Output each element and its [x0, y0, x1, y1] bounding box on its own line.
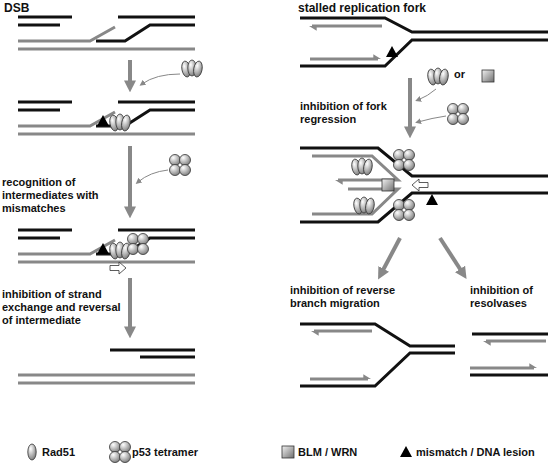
- blm-symbol: [382, 179, 394, 191]
- p53-symbol: [394, 150, 415, 171]
- p53-symbol: [110, 442, 131, 463]
- restored-fork: [300, 324, 455, 386]
- step-label: inhibition of resolvases: [470, 284, 550, 310]
- binding-arrow: [418, 89, 436, 100]
- mismatch-symbol: [97, 115, 109, 126]
- legend-label: mismatch / DNA lesion: [416, 446, 552, 459]
- dna-intermediate: [18, 102, 195, 134]
- p53-symbol: [448, 104, 469, 125]
- step-label: recognition of intermediates with mismat…: [2, 176, 106, 215]
- white-arrow: [412, 179, 428, 191]
- panel-heading: stalled replication fork: [298, 2, 518, 15]
- binding-arrow: [142, 74, 180, 84]
- blm-symbol: [482, 70, 494, 82]
- flow-arrow: [408, 78, 412, 130]
- legend-label: Rad51: [42, 446, 112, 459]
- conjunction-label: or: [454, 68, 478, 81]
- rad51-symbol: [109, 114, 132, 132]
- flow-arrow: [128, 60, 132, 84]
- lesion-symbol: [400, 446, 412, 457]
- flow-arrow: [128, 146, 132, 210]
- regressed-fork: [300, 148, 548, 222]
- legend-label: p53 tetramer: [132, 446, 252, 459]
- dna-product: [18, 350, 195, 383]
- dna-intermediate: [18, 230, 195, 262]
- p53-symbol: [128, 234, 149, 255]
- flow-arrow: [440, 238, 462, 272]
- step-label: inhibition of strand exchange and revers…: [2, 288, 128, 327]
- flow-arrow: [382, 238, 400, 272]
- replication-fork: [300, 18, 548, 66]
- step-label: inhibition of reverse branch migration: [290, 284, 418, 310]
- panel-heading: DSB: [4, 2, 84, 15]
- rad51-symbol: [28, 444, 36, 460]
- legend-symbols: [28, 442, 412, 463]
- rad51-symbol: [181, 60, 204, 78]
- p53-symbol: [170, 155, 191, 176]
- lesion-symbol: [386, 46, 398, 57]
- rad51-symbol: [427, 68, 450, 86]
- fork-pathway: [300, 18, 548, 386]
- resolved-fork: [470, 334, 548, 375]
- rad51-symbol: [351, 158, 374, 176]
- dna-intermediate: [18, 17, 195, 49]
- rad51-symbol: [353, 197, 376, 215]
- binding-arrow: [418, 116, 446, 122]
- legend-label: BLM / WRN: [298, 446, 398, 459]
- blm-symbol: [282, 446, 294, 458]
- step-label: inhibition of fork regression: [300, 100, 400, 126]
- binding-arrow: [138, 170, 168, 182]
- flow-arrow: [128, 278, 132, 330]
- mismatch-symbol: [97, 243, 109, 254]
- p53-symbol: [394, 200, 415, 221]
- lesion-symbol: [426, 194, 438, 205]
- white-arrow: [110, 262, 126, 274]
